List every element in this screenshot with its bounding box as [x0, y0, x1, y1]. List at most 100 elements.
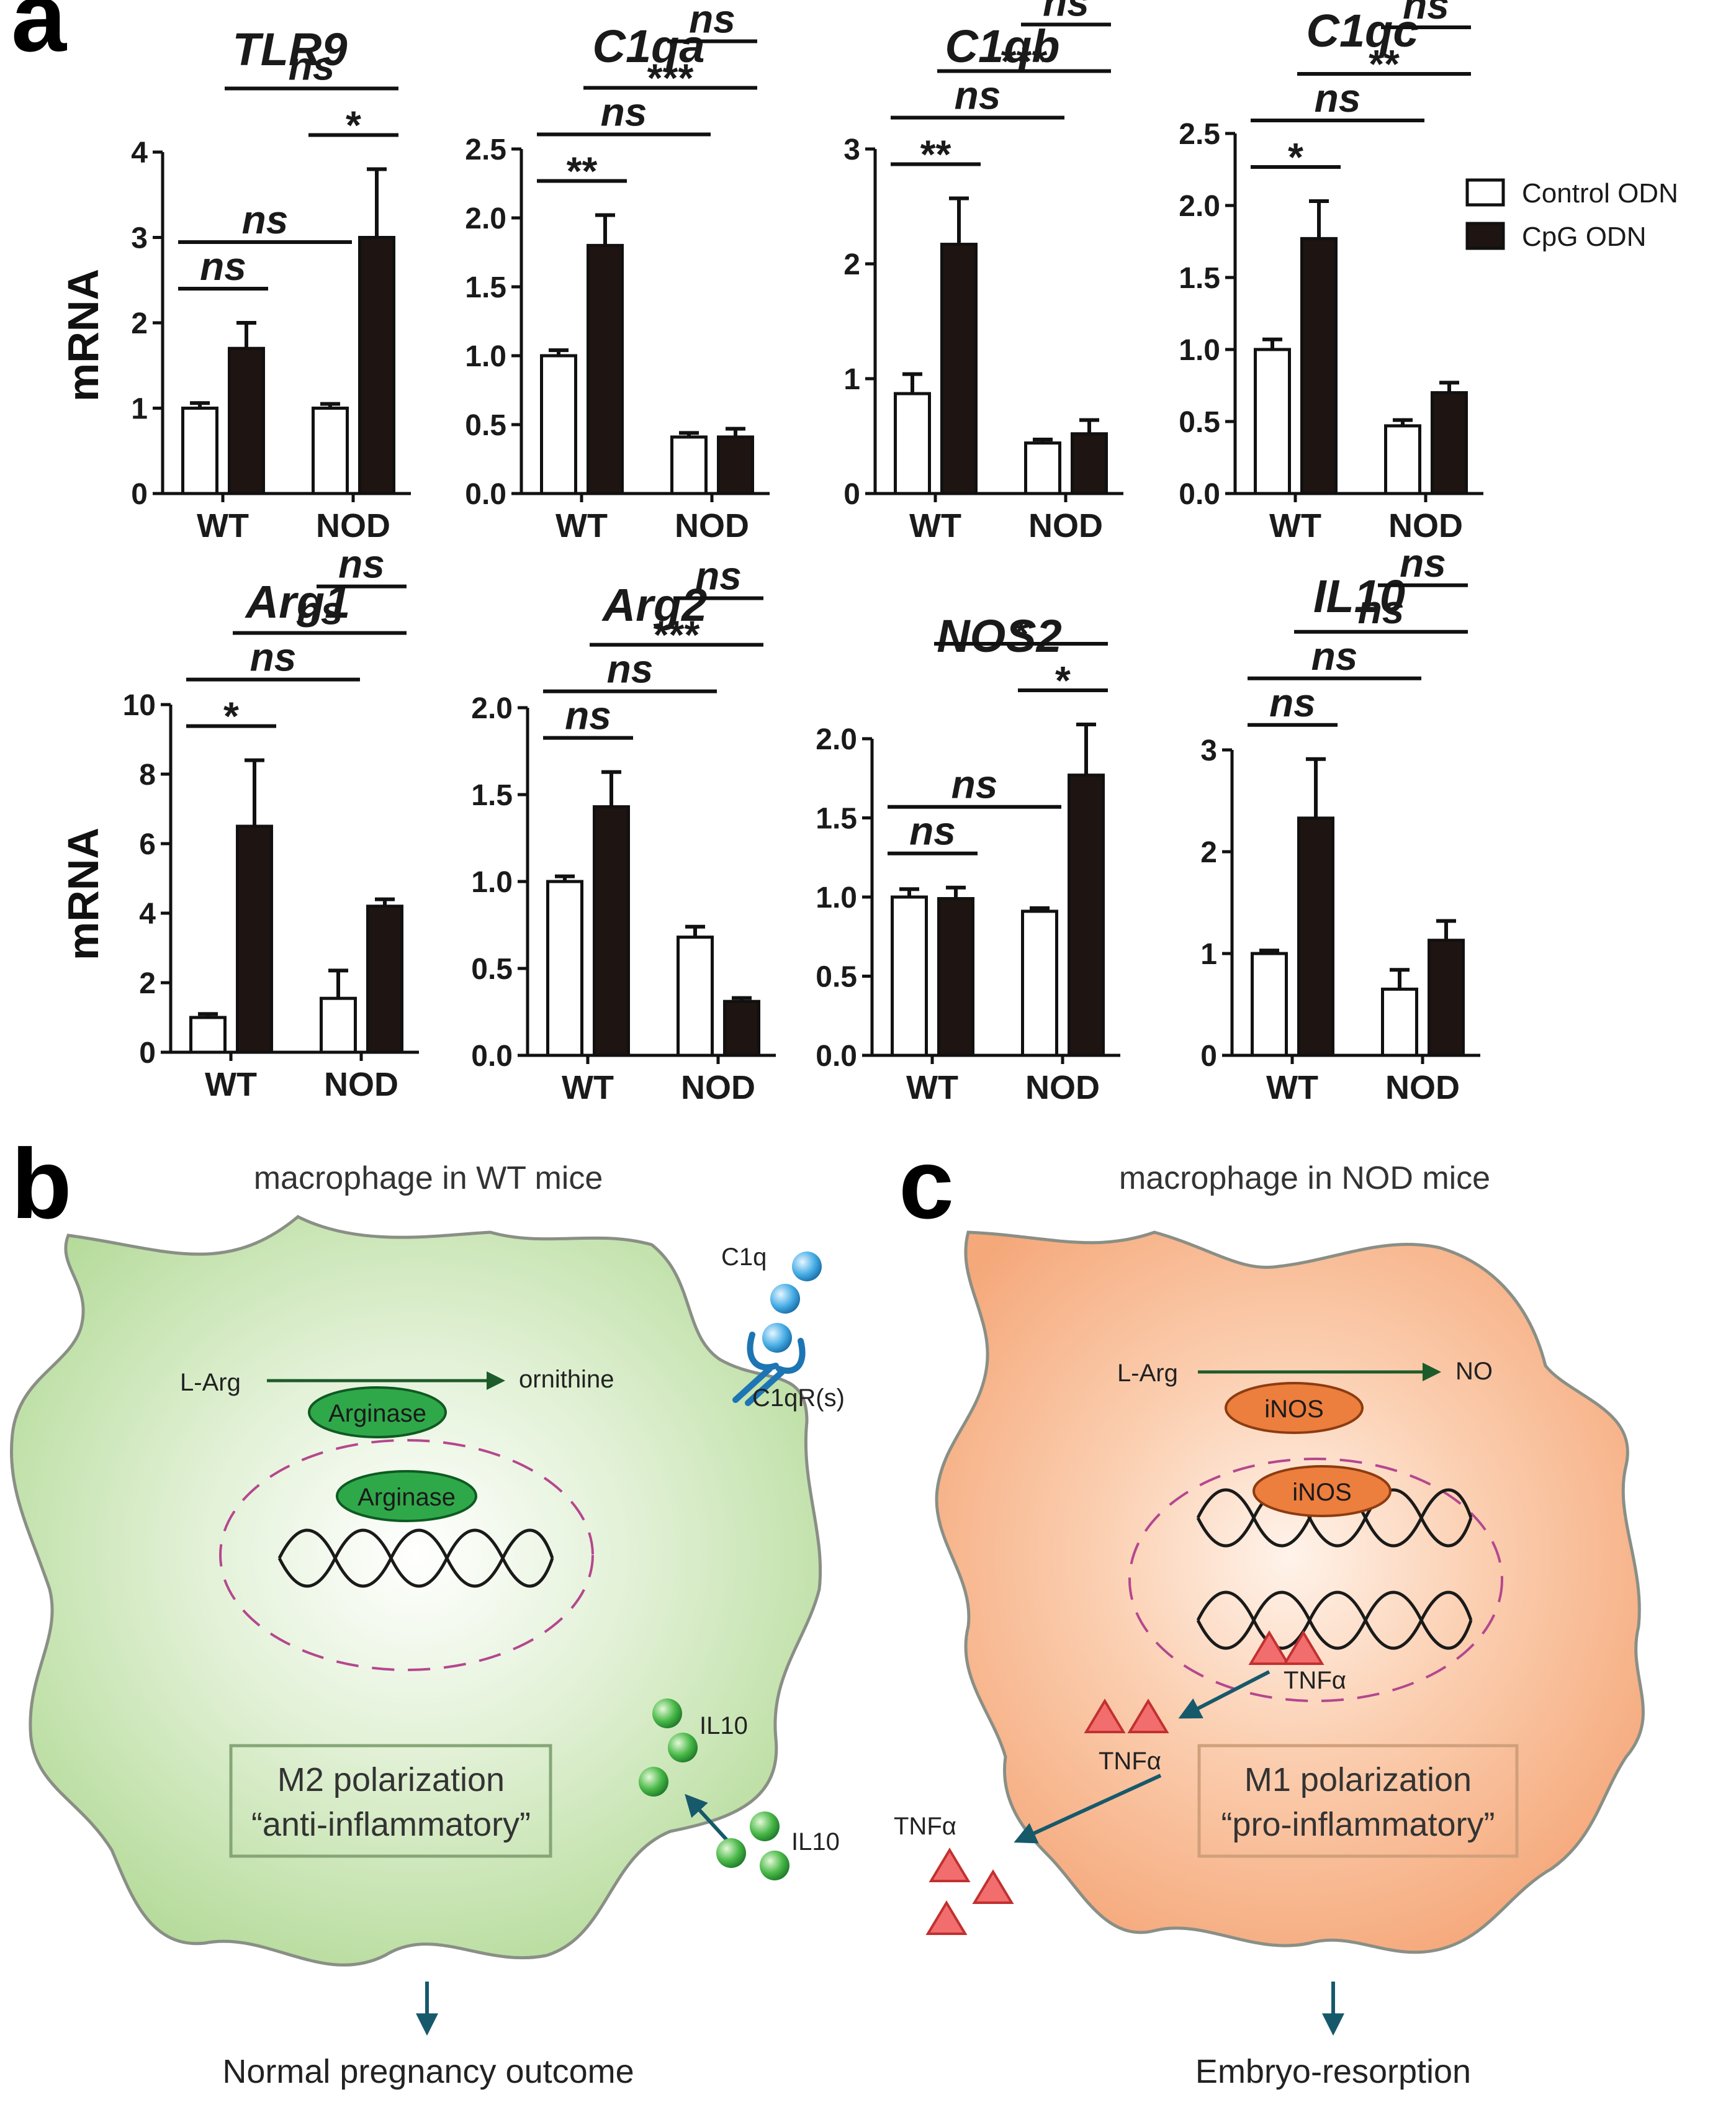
y-tick-label: 1.0	[1179, 334, 1220, 367]
significance-label: ns	[250, 635, 297, 680]
c1q-ball-2	[770, 1284, 800, 1314]
y-tick-label: 0.0	[1179, 478, 1220, 511]
bar-control-odn	[189, 1016, 227, 1054]
significance-label: ns	[1400, 541, 1446, 585]
y-tick-label: 1	[1200, 938, 1217, 971]
y-tick-label: 2.0	[465, 202, 506, 235]
m2-polarization-note: “anti-inflammatory”	[251, 1806, 531, 1843]
y-tick-label: 0	[1200, 1040, 1217, 1073]
y-tick-label: 0	[131, 478, 148, 511]
bar-control-odn	[1251, 952, 1288, 1057]
significance-label: ns	[951, 762, 998, 807]
bar-cpg-odn	[358, 236, 395, 495]
wt-macrophage-cell	[9, 1215, 822, 1967]
panel-letter-c: c	[899, 1128, 954, 1239]
x-category-label: WT	[1269, 507, 1321, 544]
x-category-label: NOD	[1388, 507, 1463, 544]
significance-label: *	[1288, 135, 1303, 179]
tnf-label-nucleus: TNFα	[1284, 1667, 1346, 1694]
panel-b-diagram: macrophage in WT mice L-Arg ornithine Ar…	[9, 1160, 845, 2090]
wt-outcome-label: Normal pregnancy outcome	[222, 2053, 634, 2090]
x-category-label: WT	[909, 507, 961, 544]
bar-control-odn	[320, 996, 357, 1054]
y-tick-label: 3	[843, 133, 860, 166]
il10-ball-2	[668, 1733, 698, 1762]
significance-label: ***	[654, 613, 700, 657]
legend-swatch-cpg	[1465, 222, 1505, 250]
x-category-label: NOD	[675, 507, 749, 544]
y-tick-label: 1.5	[1179, 262, 1220, 295]
bar-cpg-odn	[1071, 432, 1108, 495]
significance-label: *	[346, 103, 361, 148]
y-tick-label: 2	[843, 248, 860, 281]
bar-control-odn	[1254, 348, 1291, 495]
legend: Control ODN CpG ODN	[1465, 178, 1678, 252]
legend-swatch-control	[1465, 178, 1505, 207]
significance-label: ns	[607, 647, 654, 692]
x-category-label: WT	[197, 507, 249, 544]
tnf-label-secreted: TNFα	[894, 1813, 956, 1840]
chart-title: C1qa	[593, 20, 705, 72]
tnf-label-cytoplasm: TNFα	[1099, 1748, 1161, 1775]
bar-control-odn	[1381, 987, 1418, 1057]
chart-title: Arg2	[601, 579, 708, 631]
y-tick-label: 4	[139, 898, 156, 931]
bar-cpg-odn	[587, 243, 624, 495]
significance-label: ns	[565, 693, 611, 738]
y-tick-label: 1.0	[465, 340, 506, 373]
bar-cpg-odn	[228, 346, 265, 495]
m1-polarization-note: “pro-inflammatory”	[1221, 1806, 1495, 1843]
bar-control-odn	[540, 354, 577, 495]
y-tick-label: 2	[131, 307, 148, 340]
y-tick-label: 0	[139, 1037, 156, 1070]
y-tick-label: 2.0	[816, 723, 857, 756]
y-tick-label: 0.5	[816, 961, 857, 994]
y-tick-label: 0.5	[471, 953, 513, 986]
chart-title: TLR9	[233, 24, 348, 75]
wt-nucleus	[219, 1439, 594, 1671]
y-tick-label: 2.0	[471, 692, 513, 725]
panel-c-title: macrophage in NOD mice	[1119, 1160, 1490, 1196]
panel-letter-a: a	[11, 0, 67, 72]
significance-label: **	[920, 132, 951, 177]
m1-polarization-label: M1 polarization	[1244, 1761, 1472, 1798]
bar-control-odn	[312, 407, 349, 495]
bar-control-odn	[1384, 424, 1421, 495]
x-category-label: WT	[555, 507, 608, 544]
significance-label: *	[223, 694, 239, 739]
m1-polarization-box	[1197, 1744, 1519, 1858]
bar-cpg-odn	[717, 435, 754, 495]
x-category-label: WT	[1266, 1069, 1318, 1106]
y-axis-label-row2: mRNA	[59, 828, 107, 960]
bar-cpg-odn	[1428, 939, 1465, 1057]
nod-enzyme-nucleus	[1253, 1465, 1392, 1517]
il10-ball-4	[750, 1811, 780, 1841]
significance-label: ns	[1043, 0, 1089, 25]
significance-label: ns	[1269, 680, 1316, 725]
legend-label-control: Control ODN	[1522, 178, 1678, 209]
wt-dna-helix	[277, 1528, 554, 1588]
x-category-label: NOD	[1025, 1069, 1100, 1106]
y-tick-label: 3	[131, 222, 148, 255]
y-tick-label: 2	[1200, 836, 1217, 869]
c1q-ball-1	[792, 1252, 822, 1281]
significance-label: ns	[200, 244, 246, 289]
y-tick-label: 2.0	[1179, 190, 1220, 223]
c1q-receptor-icon	[732, 1332, 806, 1406]
bar-control-odn	[1024, 441, 1061, 495]
chart-title: NOS2	[937, 610, 1062, 662]
il10-label-inner: IL10	[699, 1712, 748, 1739]
significance-label: *	[1055, 658, 1071, 703]
chart-title: C1qc	[1306, 5, 1419, 56]
bar-control-odn	[677, 936, 714, 1057]
c1qr-label: C1qR(s)	[752, 1384, 845, 1412]
y-tick-label: 2	[139, 967, 156, 1000]
significance-label: ns	[1315, 76, 1361, 120]
significance-label: ns	[1358, 587, 1405, 632]
